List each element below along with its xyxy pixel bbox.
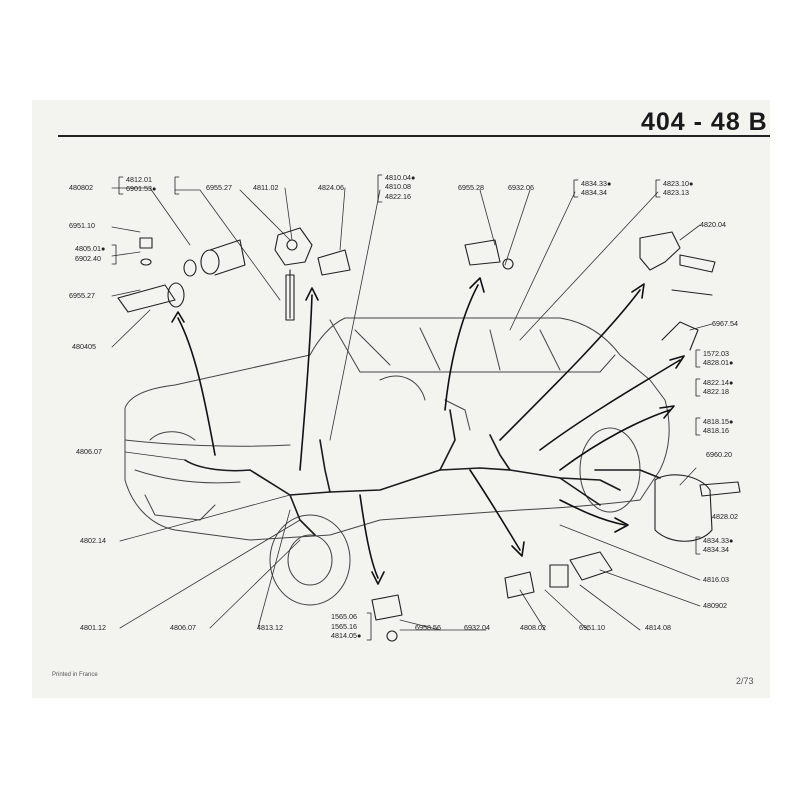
page-title: 404 - 48 B bbox=[641, 108, 768, 136]
part-label-4813-12: 4813.12 bbox=[257, 623, 283, 632]
part-label-4816-03: 4816.03 bbox=[703, 575, 729, 584]
header-rule bbox=[58, 135, 770, 137]
part-label-480802: 480802 bbox=[69, 183, 93, 192]
part-label-1572-03: 1572.03 bbox=[703, 349, 729, 358]
part-label-4834-33-right: 4834.33● bbox=[703, 536, 734, 545]
part-label-4812-01: 4812.01 bbox=[126, 175, 152, 184]
part-label-4820-04: 4820.04 bbox=[700, 220, 726, 229]
part-label-4822-16: 4822.16 bbox=[385, 192, 411, 201]
part-label-6951-10-bottom: 6951.10 bbox=[579, 623, 605, 632]
catalog-sheet bbox=[32, 100, 770, 698]
part-label-1565-16: 1565.16 bbox=[331, 622, 357, 631]
part-label-4810-04: 4810.04● bbox=[385, 173, 416, 182]
part-label-4823-13: 4823.13 bbox=[663, 188, 689, 197]
printed-in-france: Printed in France bbox=[52, 672, 98, 678]
part-label-480405: 480405 bbox=[72, 342, 96, 351]
part-label-4834-34-right: 4834.34 bbox=[703, 545, 729, 554]
part-label-4810-08: 4810.08 bbox=[385, 182, 411, 191]
part-label-1565-06: 1565.06 bbox=[331, 612, 357, 621]
brake-pipe-network bbox=[184, 409, 661, 536]
part-label-4818-15: 4818.15● bbox=[703, 417, 734, 426]
leader-lines bbox=[111, 187, 713, 631]
part-label-6951-10-left: 6951.10 bbox=[69, 221, 95, 230]
part-label-6932-04: 6932.04 bbox=[464, 623, 490, 632]
part-label-6967-54: 6967.54 bbox=[712, 319, 738, 328]
part-label-4828-01: 4828.01● bbox=[703, 358, 734, 367]
part-label-4834-34-top: 4834.34 bbox=[581, 188, 607, 197]
part-label-4834-33-top: 4834.33● bbox=[581, 179, 612, 188]
part-label-4802-14: 4802.14 bbox=[80, 536, 106, 545]
part-label-6932-06: 6932.06 bbox=[508, 183, 534, 192]
part-label-4801-12: 4801.12 bbox=[80, 623, 106, 632]
part-label-4822-14: 4822.14● bbox=[703, 378, 734, 387]
part-label-4824-06: 4824.06 bbox=[318, 183, 344, 192]
page-number: 2/73 bbox=[736, 676, 754, 686]
component-sketches bbox=[117, 227, 741, 642]
label-brackets bbox=[111, 174, 701, 641]
part-label-4811-02: 4811.02 bbox=[253, 183, 279, 192]
callout-arrows bbox=[171, 277, 685, 585]
part-label-6955-27-top: 6955.27 bbox=[206, 183, 232, 192]
part-label-4814-05: 4814.05● bbox=[331, 631, 362, 640]
part-label-6955-27-left: 6955.27 bbox=[69, 291, 95, 300]
part-label-4814-08: 4814.08 bbox=[645, 623, 671, 632]
part-label-4806-07-bottom: 4806.07 bbox=[170, 623, 196, 632]
part-label-4823-10: 4823.10● bbox=[663, 179, 694, 188]
part-label-6955-28: 6955.28 bbox=[458, 183, 484, 192]
part-label-4805-01: 4805.01● bbox=[75, 244, 106, 253]
part-label-6960-20: 6960.20 bbox=[706, 450, 732, 459]
part-label-480902: 480902 bbox=[703, 601, 727, 610]
part-label-6958-56: 6958.56 bbox=[415, 623, 441, 632]
part-label-4806-07-left: 4806.07 bbox=[76, 447, 102, 456]
part-label-4822-18: 4822.18 bbox=[703, 387, 729, 396]
part-label-4828-02: 4828.02 bbox=[712, 512, 738, 521]
car-body-illustration bbox=[124, 317, 670, 606]
part-label-4808-02: 4808.02 bbox=[520, 623, 546, 632]
part-label-6902-40: 6902.40 bbox=[75, 254, 101, 263]
part-label-4818-16: 4818.16 bbox=[703, 426, 729, 435]
part-label-6901-53: 6901.53● bbox=[126, 184, 157, 193]
